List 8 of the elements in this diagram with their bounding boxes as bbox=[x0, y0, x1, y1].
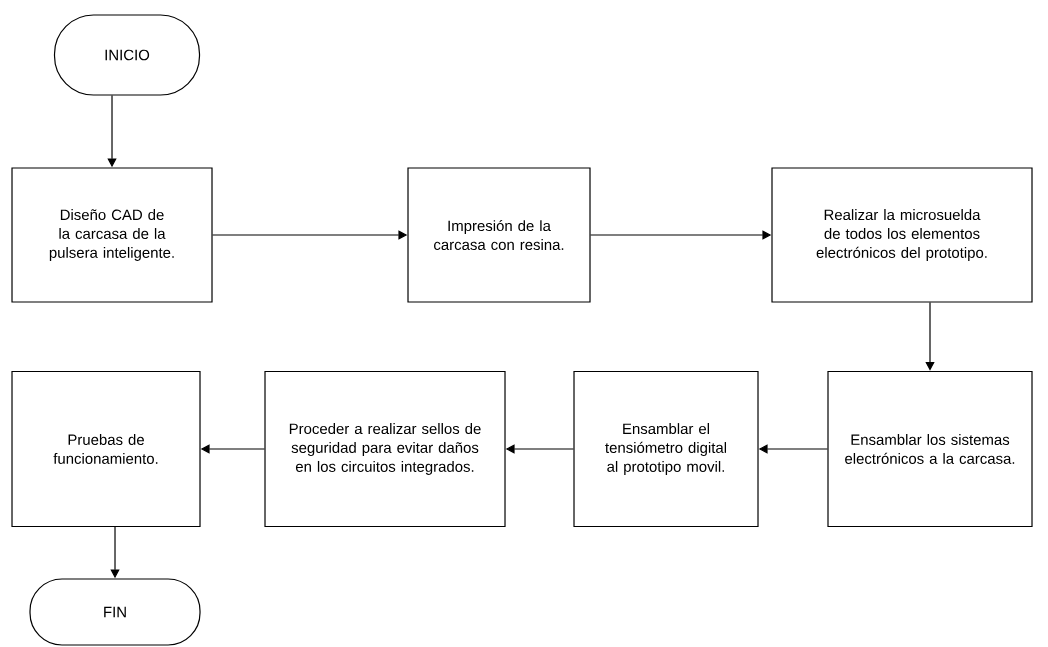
arrow bbox=[925, 302, 935, 371]
process-box: Ensamblar los sistemas electrónicos a la carcasa. bbox=[827, 370, 1033, 528]
process-box: Diseño CAD de la carcasa de la pulsera inteligente. bbox=[11, 167, 213, 303]
process-box: Impresión de la carcasa con resina. bbox=[407, 167, 591, 303]
process-box: Pruebas de funcionamiento. bbox=[11, 370, 201, 528]
process-box: Ensamblar el tensiómetro digital al prototipo movil. bbox=[573, 370, 759, 528]
process-box: Realizar la microsuelda de todos los elementos electrónicos del prototipo. bbox=[771, 167, 1033, 303]
process-box: Proceder a realizar sellos de seguridad para evitar daños en los circuitos integrados. bbox=[264, 370, 506, 528]
